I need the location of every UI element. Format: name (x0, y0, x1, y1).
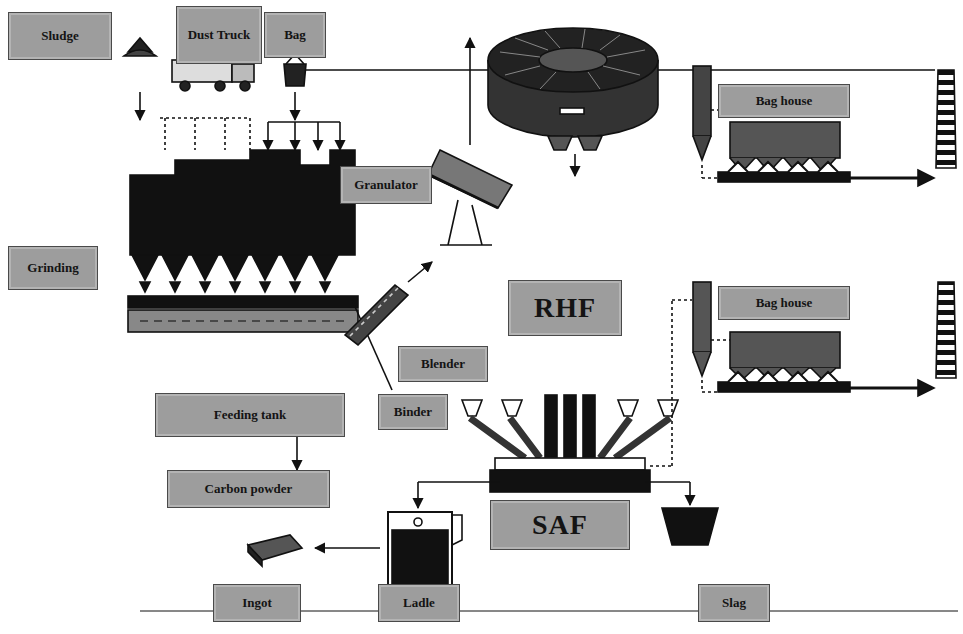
box-label: Ladle (403, 596, 435, 610)
label-box: Bag house (718, 84, 850, 118)
box-label: Granulator (354, 178, 418, 192)
label-box: Ingot (213, 584, 301, 622)
box-label: Carbon powder (205, 482, 293, 496)
label-box: Grinding (8, 246, 98, 290)
label-box: Ladle (378, 584, 460, 622)
label-box: SAF (490, 500, 630, 550)
box-label: Ingot (242, 596, 272, 610)
box-label: Binder (394, 405, 432, 419)
box-label: Blender (421, 357, 465, 371)
label-box: Dust Truck (176, 6, 262, 64)
label-box: Granulator (340, 166, 432, 204)
flow-arrow (296, 437, 298, 470)
label-box: Blender (398, 346, 488, 382)
label-box: Bag (264, 12, 326, 58)
label-box: Binder (378, 394, 448, 430)
box-label: Sludge (41, 29, 79, 43)
box-label: Slag (722, 596, 746, 610)
label-box: RHF (508, 280, 622, 336)
box-label: SAF (532, 510, 588, 541)
label-box: Sludge (8, 12, 112, 60)
box-label: Bag house (756, 94, 813, 108)
box-label: RHF (534, 293, 596, 324)
box-label: Grinding (27, 261, 78, 275)
label-box: Bag house (718, 286, 850, 320)
box-label: Dust Truck (188, 28, 251, 42)
label-box: Slag (698, 584, 770, 622)
box-label: Bag (284, 28, 306, 42)
label-box: Carbon powder (167, 470, 330, 508)
label-box: Feeding tank (155, 393, 345, 437)
box-label: Bag house (756, 296, 813, 310)
box-label: Feeding tank (214, 408, 287, 422)
